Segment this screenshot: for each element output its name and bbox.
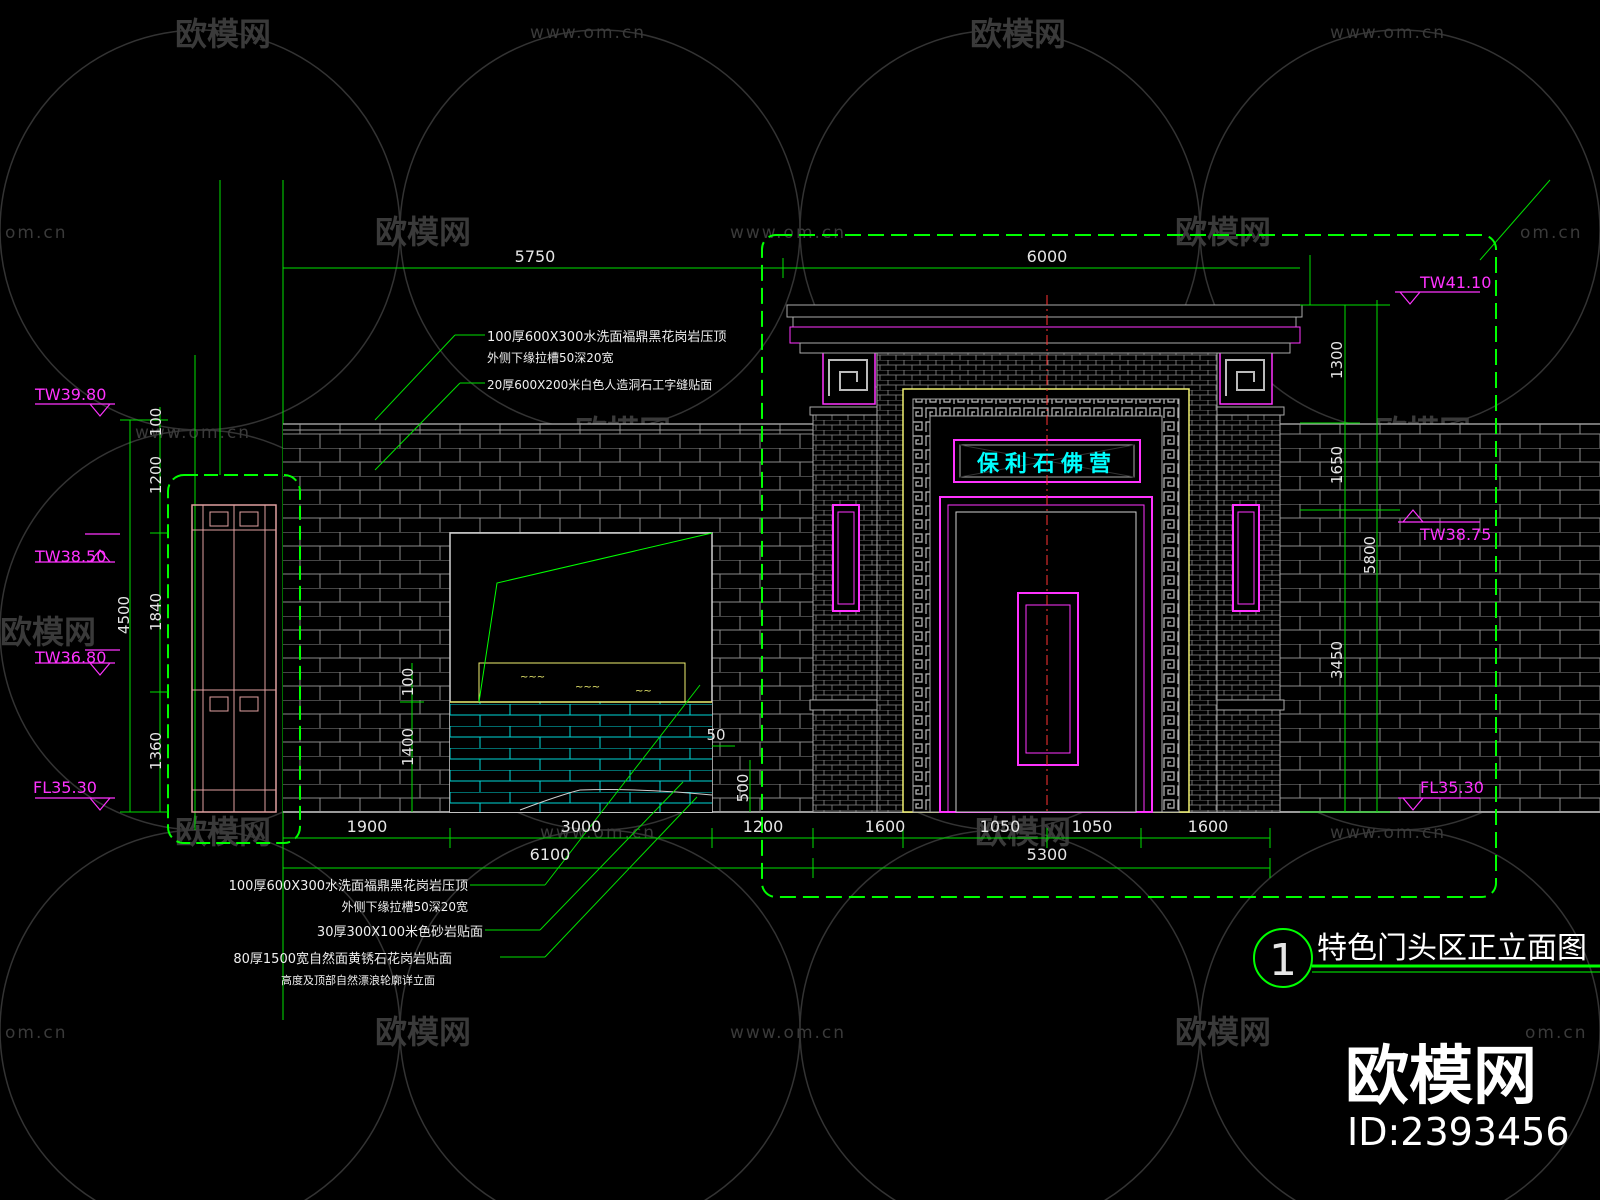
watermark-brand: 欧模网: [175, 15, 271, 53]
dim-1600b: 1600: [1188, 817, 1229, 836]
watermark-brand: 欧模网: [175, 813, 271, 851]
watermark-big-brand: 欧模网: [1345, 1040, 1537, 1114]
dim-3450: 3450: [1328, 641, 1346, 679]
dim-3000: 3000: [561, 817, 602, 836]
svg-text:~~~: ~~~: [575, 682, 600, 693]
level-tw4110: TW41.10: [1419, 273, 1491, 292]
watermark-big: 欧模网 ID:2393456: [1345, 1040, 1570, 1154]
watermark-brand: 欧模网: [1175, 213, 1271, 251]
title-text: 特色门头区正立面图: [1317, 931, 1587, 966]
note-bottom-1b: 外侧下缘拉槽50深20宽: [341, 899, 468, 914]
watermark-url: www.om.cn: [730, 223, 846, 243]
level-fl3530-right: FL35.30: [1420, 778, 1484, 797]
watermark-url: om.cn: [5, 1023, 68, 1043]
note-bottom-1a: 100厚600X300水洗面福鼎黑花岗岩压顶: [229, 878, 468, 894]
level-fl3530-left: FL35.30: [33, 778, 97, 797]
gate-highlight: [761, 234, 1497, 898]
level-tw3850: TW38.50: [34, 547, 106, 566]
gate: 保利石佛营: [786, 295, 1303, 813]
watermark-brand: 欧模网: [375, 213, 471, 251]
level-tw3980: TW39.80: [34, 385, 106, 404]
watermark-brand: 欧模网: [1175, 1013, 1271, 1051]
watermark-url: www.om.cn: [135, 423, 251, 443]
dim-1050a: 1050: [980, 817, 1021, 836]
dim-1650: 1650: [1328, 446, 1346, 484]
level-labels: TW39.80 TW38.50 TW36.80 FL35.30 TW41.10 …: [33, 273, 1491, 797]
watermark-id: ID:2393456: [1347, 1110, 1570, 1154]
level-triangles: [35, 291, 1480, 811]
dim-1200b: 1200: [743, 817, 784, 836]
dim-1360: 1360: [147, 732, 165, 770]
svg-text:~~: ~~: [635, 686, 652, 697]
watermark-url: om.cn: [5, 223, 68, 243]
svg-text:~~~: ~~~: [520, 672, 545, 683]
dim-1600a: 1600: [865, 817, 906, 836]
level-tw3680: TW36.80: [34, 648, 106, 667]
watermark-url: www.om.cn: [730, 1023, 846, 1043]
material-notes: 100厚600X300水洗面福鼎黑花岗岩压顶 外侧下缘拉槽50深20宽 20厚6…: [229, 329, 727, 987]
watermark-brand: 欧模网: [975, 813, 1071, 851]
watermark-url: om.cn: [1525, 1023, 1588, 1043]
watermark-brand: 欧模网: [375, 1013, 471, 1051]
dimension-labels: 5750 6000 100 1200 4500 1840 1360 100 14…: [115, 247, 1379, 864]
watermark-url: www.om.cn: [530, 23, 646, 43]
watermark-url: www.om.cn: [1330, 23, 1446, 43]
drawing-title: 1 特色门头区正立面图: [1253, 928, 1600, 988]
watermark-url: om.cn: [1520, 223, 1583, 243]
watermark-url: www.om.cn: [1330, 823, 1446, 843]
watermark-brand: 欧模网: [0, 613, 96, 651]
plaque-text: 保利石佛营: [976, 452, 1117, 477]
dim-6100: 6100: [530, 845, 571, 864]
dim-100: 100: [147, 408, 165, 437]
dim-1840: 1840: [147, 593, 165, 631]
dim-100b: 100: [399, 668, 417, 697]
dim-1400: 1400: [399, 728, 417, 766]
dim-1200: 1200: [147, 456, 165, 494]
dim-1300: 1300: [1328, 341, 1346, 379]
dim-1900: 1900: [347, 817, 388, 836]
note-bottom-3b: 高度及顶部自然漂浪轮廓详立面: [281, 973, 435, 987]
dim-6000: 6000: [1027, 247, 1068, 266]
planter-niche: ~~~ ~~~ ~~: [449, 532, 713, 813]
note-top-2: 20厚600X200米白色人造洞石工字缝贴面: [487, 377, 712, 392]
note-bottom-3a: 80厚1500宽自然面黄锈石花岗岩贴面: [233, 951, 452, 967]
leader-lines: [374, 334, 701, 958]
lattice-screen: [167, 474, 301, 844]
watermark-brand: 欧模网: [970, 15, 1066, 53]
dim-5800: 5800: [1361, 536, 1379, 574]
note-top-1b: 外侧下缘拉槽50深20宽: [487, 350, 614, 365]
title-number: 1: [1269, 935, 1297, 986]
note-bottom-2: 30厚300X100米色砂岩贴面: [317, 924, 483, 940]
dimension-lines: [120, 255, 1400, 878]
dim-5750: 5750: [515, 247, 556, 266]
dim-4500: 4500: [115, 596, 133, 634]
dim-5300: 5300: [1027, 845, 1068, 864]
level-tw3875: TW38.75: [1419, 525, 1491, 544]
dim-1050b: 1050: [1072, 817, 1113, 836]
note-top-1a: 100厚600X300水洗面福鼎黑花岗岩压顶: [487, 329, 726, 345]
dim-50: 50: [706, 726, 725, 744]
dim-500: 500: [734, 774, 752, 803]
